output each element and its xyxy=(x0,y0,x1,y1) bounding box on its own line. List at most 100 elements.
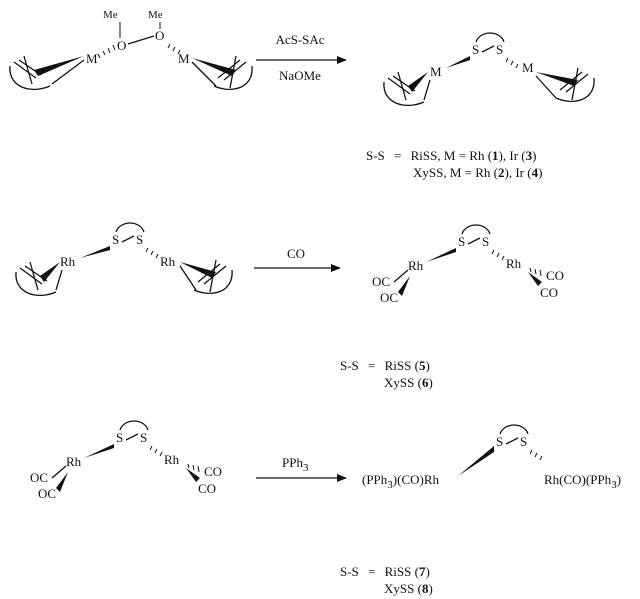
reaction-2-legend: S-S = RiSS (5) XySS (6) xyxy=(340,358,433,390)
oxygen-label: O xyxy=(117,38,126,53)
wedge-bond xyxy=(536,72,578,86)
sulfur-label: S xyxy=(496,434,503,449)
wedge-bond xyxy=(40,262,60,282)
rhodium-phosphine-label: (PPh3)(CO)Rh xyxy=(362,472,440,491)
reaction-2-product: OC OC Rh S S Rh CO CO xyxy=(372,224,564,305)
cod-ligand-left xyxy=(15,261,57,296)
legend-text: ) xyxy=(425,564,429,579)
reaction-3-arrow: PPh3 xyxy=(256,455,347,482)
cod-ligand-left xyxy=(383,71,425,106)
wedge-bond xyxy=(528,272,542,286)
rhodium-label: Rh xyxy=(408,258,424,273)
formula-part: )(CO)Rh xyxy=(393,472,440,487)
hashed-bond xyxy=(491,249,505,261)
sulfur-label: S xyxy=(112,232,119,247)
reagent-label: NaOMe xyxy=(279,68,321,83)
carbonyl-label: CO xyxy=(204,464,222,479)
legend-line: S-S = RiSS, M = Rh (1), Ir (3) xyxy=(366,148,536,163)
reaction-3-reactant: OC OC Rh S S Rh CO CO xyxy=(30,420,222,501)
carbonyl-label: CO xyxy=(540,285,558,300)
legend-lhs: S-S xyxy=(340,358,359,373)
legend-text: RiSS ( xyxy=(385,358,419,373)
legend-text: RiSS ( xyxy=(385,564,419,579)
legend-text: XySS ( xyxy=(384,375,422,390)
legend-equals: = xyxy=(368,564,375,579)
carbonyl-label: CO xyxy=(198,481,216,496)
metal-label: M xyxy=(522,60,534,75)
legend-text: ) xyxy=(428,375,432,390)
reagent-label: PPh3 xyxy=(282,455,309,474)
formula-part: Rh(CO)(PPh xyxy=(544,472,612,487)
methyl-label: Me xyxy=(148,9,163,21)
cod-ligand-left xyxy=(9,55,51,90)
compound-number: 5 xyxy=(419,358,426,373)
metal-label: M xyxy=(86,51,98,66)
carbonyl-label: CO xyxy=(546,268,564,283)
sulfur-label: S xyxy=(458,234,465,249)
legend-text: ) xyxy=(532,148,536,163)
sulfur-label: S xyxy=(496,42,503,57)
reaction-3: OC OC Rh S S Rh CO CO xyxy=(30,420,621,596)
metal-label: M xyxy=(430,64,442,79)
formula-part: ) xyxy=(617,472,621,487)
legend-line: XySS, M = Rh (2), Ir (4) xyxy=(413,165,542,180)
legend-equals: = xyxy=(394,148,401,163)
hashed-bond xyxy=(145,247,159,259)
rhodium-label: Rh xyxy=(164,452,180,467)
carbonyl-label: OC xyxy=(30,470,48,485)
compound-number: 1 xyxy=(492,148,499,163)
legend-text: XySS, M = Rh ( xyxy=(413,165,498,180)
legend-line: S-S = RiSS (5) xyxy=(340,358,430,373)
legend-lhs: S-S xyxy=(340,564,359,579)
reaction-1-reactant: M O Me O Me M xyxy=(9,9,253,90)
methyl-label: Me xyxy=(103,9,118,21)
rhodium-phosphine-label: Rh(CO)(PPh3) xyxy=(544,472,621,491)
wedge-bond xyxy=(446,56,470,68)
reaction-2: Rh S S Rh CO OC xyxy=(15,222,564,390)
rhodium-label: Rh xyxy=(66,454,82,469)
compound-number: 4 xyxy=(532,165,539,180)
formula-part: (PPh xyxy=(362,472,388,487)
legend-lhs: S-S xyxy=(366,148,385,163)
reaction-2-reactant: Rh S S Rh xyxy=(15,222,233,296)
legend-text: ) xyxy=(428,581,432,596)
metal-label: M xyxy=(178,51,190,66)
wedge-bond xyxy=(192,58,236,76)
hashed-bond xyxy=(529,267,542,277)
reagent-label: CO xyxy=(287,246,305,261)
legend-text: ), Ir ( xyxy=(499,148,526,163)
sulfur-label: S xyxy=(472,42,479,57)
sulfur-label: S xyxy=(116,430,123,445)
wedge-bond xyxy=(398,276,410,296)
legend-text: RiSS, M = Rh ( xyxy=(411,148,492,163)
compound-number: 8 xyxy=(422,581,429,596)
legend-text: ) xyxy=(538,165,542,180)
sulfur-label: S xyxy=(482,234,489,249)
reagent-label: AcS-SAc xyxy=(275,32,324,47)
hashed-bond xyxy=(167,43,181,55)
formula-subscript: 3 xyxy=(387,479,393,491)
wedge-bond xyxy=(84,444,114,458)
carbonyl-label: OC xyxy=(380,290,398,305)
compound-number: 2 xyxy=(498,165,505,180)
reaction-3-legend: S-S = RiSS (7) XySS (8) xyxy=(340,564,433,596)
sulfur-label: S xyxy=(520,434,527,449)
carbonyl-label: OC xyxy=(372,274,390,289)
rhodium-label: Rh xyxy=(506,256,522,271)
cod-ligand-right xyxy=(555,67,595,102)
wedge-bond xyxy=(408,72,428,92)
legend-line: S-S = RiSS (7) xyxy=(340,564,430,579)
legend-text: ), Ir ( xyxy=(505,165,532,180)
formula-subscript: 3 xyxy=(611,479,617,491)
hashed-bond xyxy=(97,44,116,59)
sulfur-label: S xyxy=(136,232,143,247)
carbonyl-label: OC xyxy=(38,486,56,501)
legend-line: XySS (8) xyxy=(384,581,433,596)
reaction-2-arrow: CO xyxy=(254,246,341,272)
hashed-bond xyxy=(529,449,543,461)
oxygen-label: O xyxy=(155,28,164,43)
wedge-bond xyxy=(186,468,200,482)
compound-number: 6 xyxy=(422,375,429,390)
compound-number: 7 xyxy=(419,564,426,579)
